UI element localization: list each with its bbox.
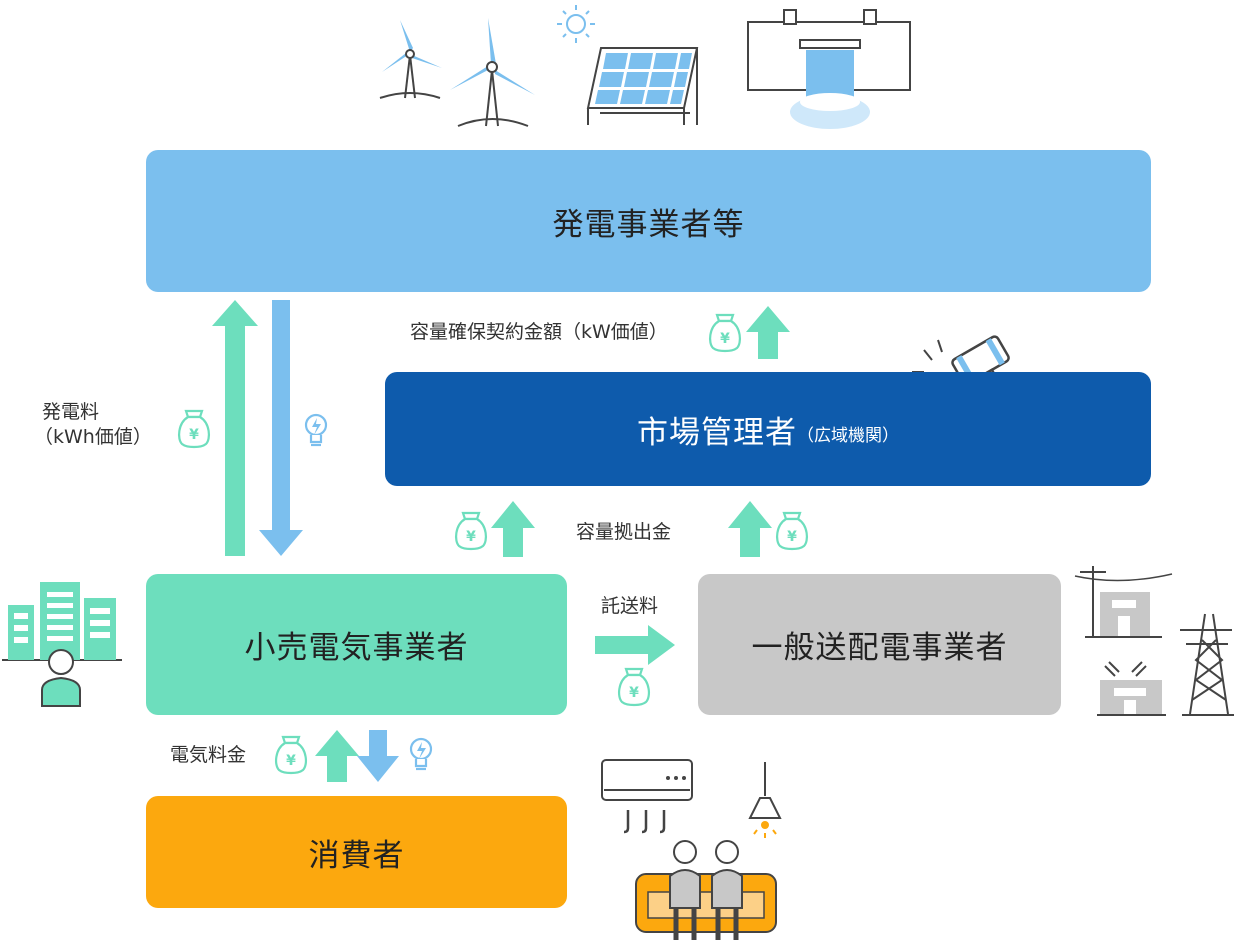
market-manager-sublabel: （広域機関） — [797, 425, 899, 446]
capacity-contribution-label: 容量拠出金 — [576, 521, 672, 543]
generation-fee-line2: （kWh価値） — [34, 425, 152, 448]
money-arrow-up — [315, 730, 359, 782]
consumer-label: 消費者 — [308, 837, 405, 874]
power-arrow-down — [357, 730, 399, 782]
generation-fee-label: 発電料 （kWh価値） — [34, 400, 152, 449]
retailer-node: 小売電気事業者 — [146, 574, 567, 715]
market-manager-label: 市場管理者 — [637, 414, 797, 451]
wind-turbine-icon — [379, 20, 442, 99]
money-arrow-up — [728, 501, 772, 557]
lightbulb-icon — [409, 737, 433, 771]
money-bag-yen-icon — [617, 667, 651, 707]
money-bag-yen-icon — [775, 511, 809, 551]
capacity-contract-label: 容量確保契約金額（kW価値） — [410, 321, 668, 343]
retailer-label: 小売電気事業者 — [244, 630, 469, 666]
generator-node: 発電事業者等 — [146, 150, 1151, 292]
money-bag-yen-icon — [274, 735, 308, 775]
substation-icon — [1097, 661, 1166, 716]
wind-turbine-icon — [450, 18, 535, 127]
money-arrow-up — [212, 300, 258, 556]
money-arrow-up — [491, 501, 535, 557]
generation-fee-line1: 発電料 — [42, 401, 100, 423]
air-conditioner-icon — [601, 759, 693, 834]
consumer-node: 消費者 — [146, 796, 567, 908]
power-line-building-icon — [1074, 566, 1173, 638]
hydro-dam-icon — [747, 9, 911, 129]
money-arrow-up — [746, 306, 790, 359]
person-icon — [41, 649, 81, 707]
transmission-tower-icon — [1180, 613, 1234, 716]
ceiling-lamp-icon — [748, 762, 782, 838]
power-arrow-down — [259, 300, 303, 556]
electricity-fee-label: 電気料金 — [170, 744, 247, 766]
generator-label: 発電事業者等 — [552, 206, 745, 243]
money-bag-yen-icon — [177, 409, 211, 449]
money-arrow-right — [595, 625, 675, 665]
sofa-with-people-icon — [635, 840, 777, 940]
wheeling-fee-label: 託送料 — [601, 595, 659, 617]
transmission-label: 一般送配電事業者 — [751, 630, 1008, 666]
sun-icon — [557, 5, 595, 43]
market-manager-node: 市場管理者 （広域機関） — [385, 372, 1151, 486]
money-bag-yen-icon — [708, 313, 742, 353]
solar-panel-icon — [586, 47, 699, 125]
money-bag-yen-icon — [454, 511, 488, 551]
lightbulb-icon — [304, 413, 328, 447]
transmission-node: 一般送配電事業者 — [698, 574, 1061, 715]
